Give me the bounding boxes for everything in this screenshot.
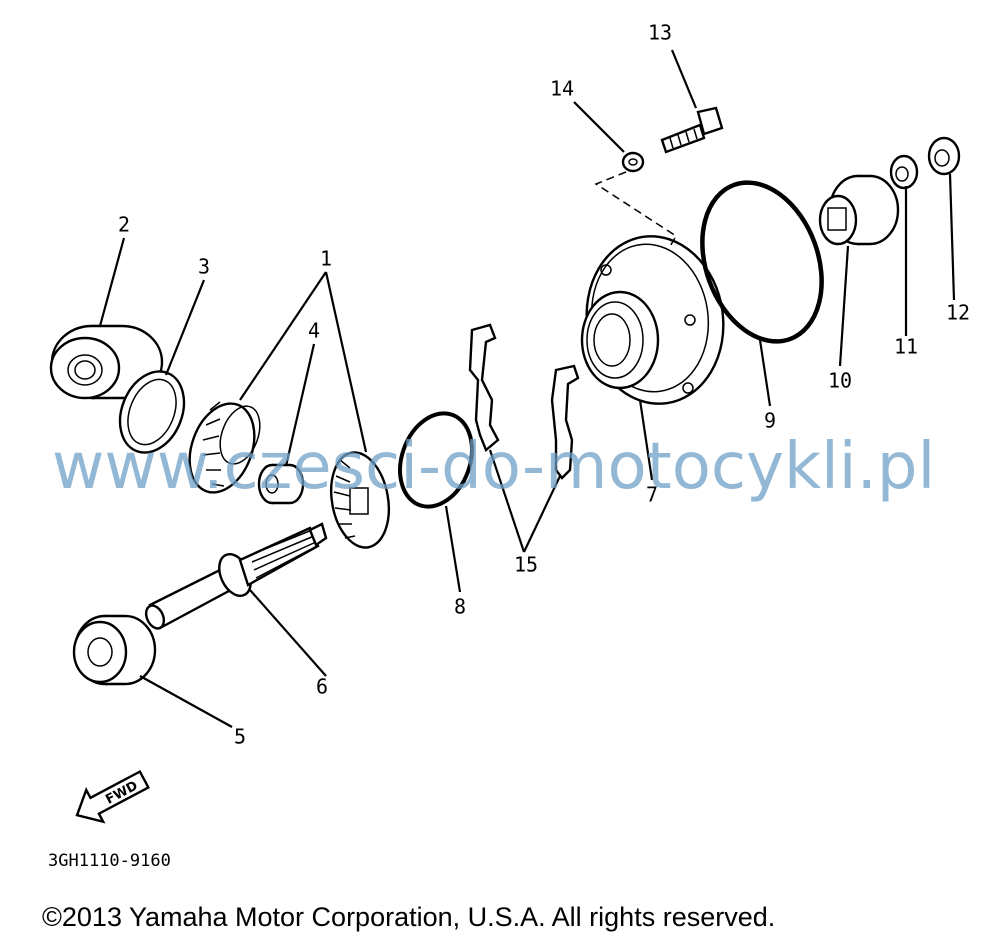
callout-15: 15 (514, 553, 538, 577)
part-12-nut (927, 136, 961, 176)
callout-4: 4 (308, 319, 320, 343)
callout-10: 10 (828, 369, 852, 393)
fwd-arrow: FWD (75, 769, 150, 824)
callout-7: 7 (646, 483, 658, 507)
callout-9: 9 (764, 409, 776, 433)
part-8-o-ring (398, 411, 474, 509)
part-1-gear-right (329, 451, 391, 549)
part-10-collar (818, 174, 900, 246)
part-5-bearing (72, 614, 157, 686)
callout-12: 12 (946, 301, 970, 325)
callout-14: 14 (550, 77, 574, 101)
part-15-clips (468, 323, 580, 480)
callout-6: 6 (316, 675, 328, 699)
part-13-bolt (660, 106, 724, 154)
callout-3: 3 (198, 255, 210, 279)
part-1-gear-left (188, 401, 261, 494)
callout-1: 1 (320, 247, 332, 271)
leader-lines (98, 49, 956, 728)
part-11-washer (889, 154, 919, 190)
callout-8: 8 (454, 595, 466, 619)
part-6-shaft (144, 522, 328, 630)
callout-11: 11 (894, 335, 918, 359)
callout-5: 5 (234, 725, 246, 749)
watermark: www.czesci-do-motocykli.pl (52, 430, 935, 504)
part-4-bushing (257, 463, 305, 505)
part-14-washer (621, 151, 645, 173)
copyright: ©2013 Yamaha Motor Corporation, U.S.A. A… (42, 902, 775, 932)
catalog-code: 3GH1110-9160 (48, 851, 171, 871)
callout-labels: 2 3 1 4 5 6 7 8 9 10 11 12 13 14 15 (118, 21, 970, 749)
callout-13: 13 (648, 21, 672, 45)
callout-2: 2 (118, 213, 130, 237)
part-7-housing (580, 235, 725, 405)
part-9-o-ring (700, 180, 824, 344)
